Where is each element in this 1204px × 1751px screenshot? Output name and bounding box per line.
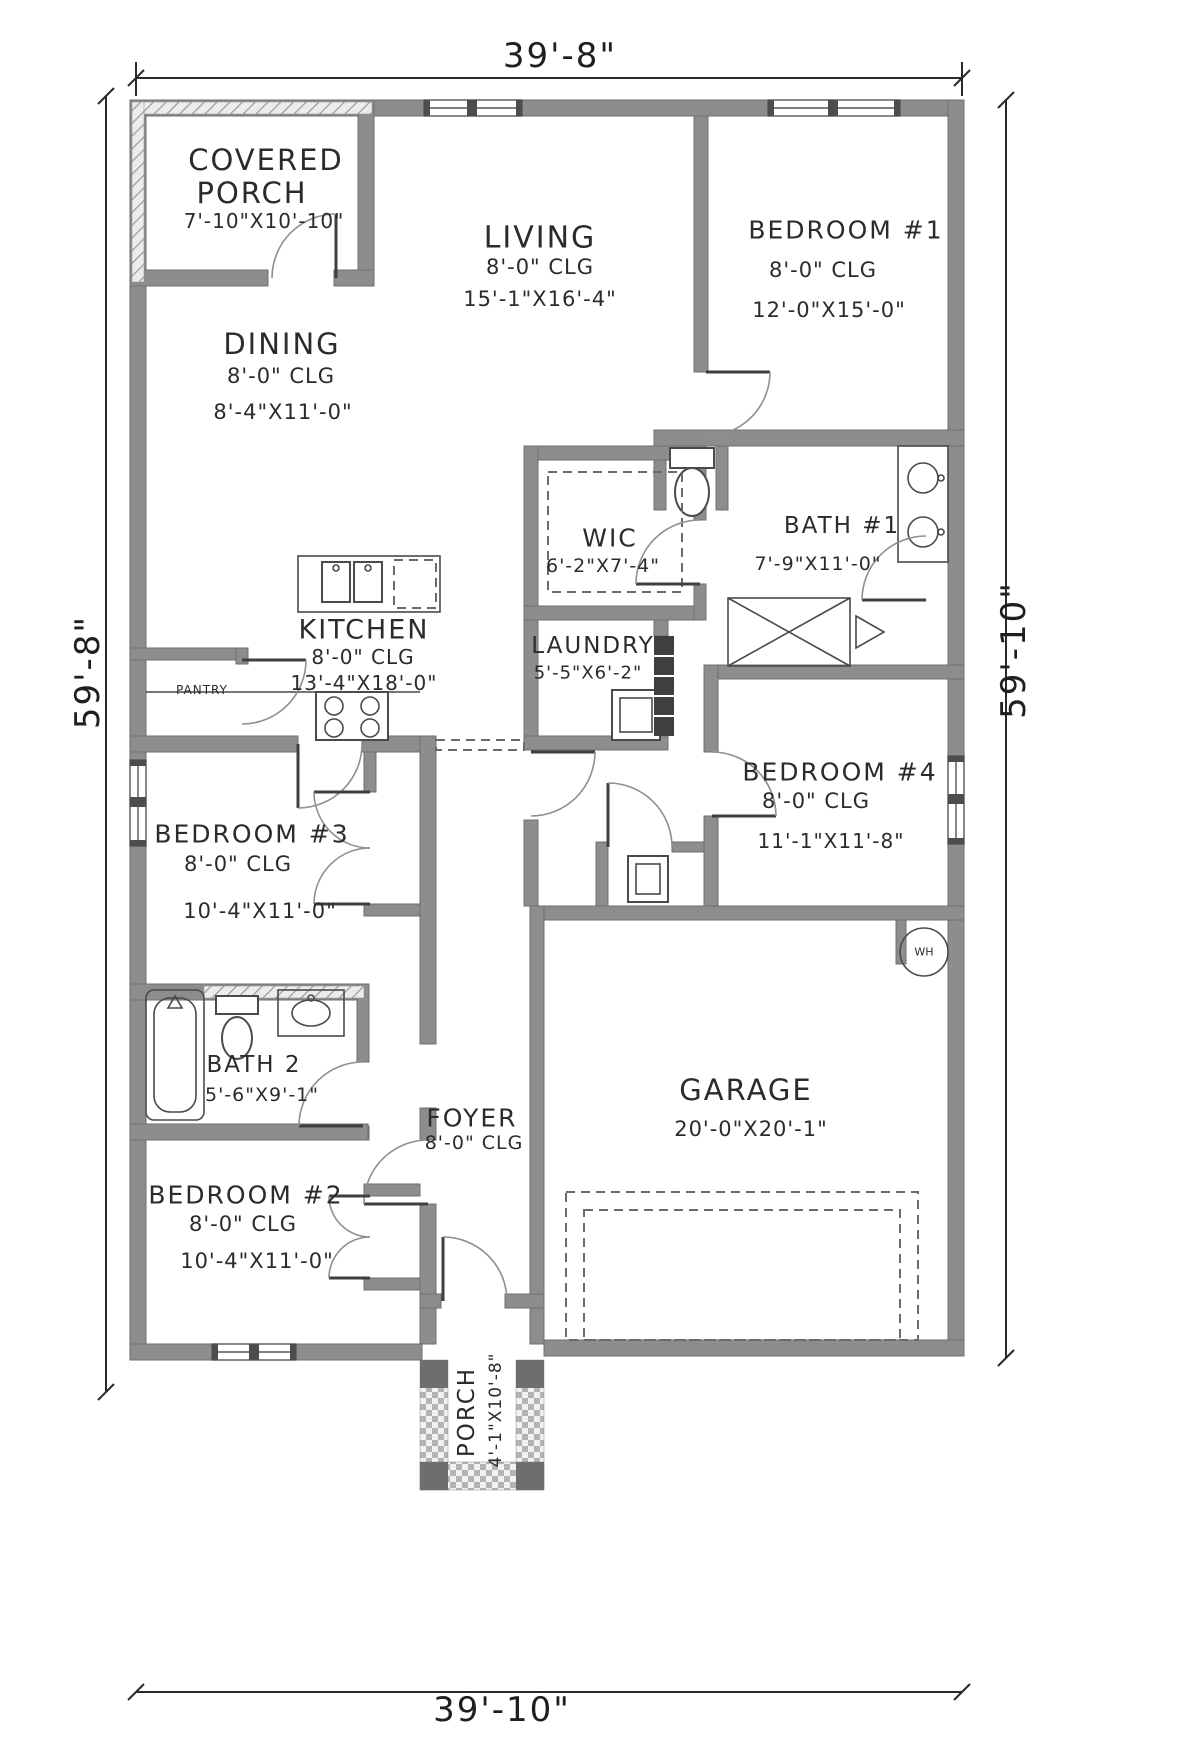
front-door-icon <box>441 1236 508 1302</box>
bedroom3-size: 10'-4"X11'-0" <box>183 899 337 923</box>
bedroom4-window-icon <box>947 755 965 845</box>
hall-door-icon <box>530 750 596 817</box>
bedroom4-name: BEDROOM #4 <box>742 757 938 787</box>
pantry-name: PANTRY <box>176 683 228 697</box>
windows <box>129 99 965 1361</box>
hall-closet-door-icon <box>606 782 673 848</box>
dining-name: DINING <box>223 327 341 361</box>
porch-size: 4'-1"X10'-8" <box>486 1352 506 1468</box>
sink-vanity-icon <box>277 989 345 1037</box>
porch-name: PORCH <box>454 1366 480 1458</box>
living-ceiling: 8'-0" CLG <box>485 255 595 279</box>
top-dimension: 39'-8" <box>502 36 618 76</box>
wic-size: 6'-2"X7'-4" <box>545 555 661 577</box>
bath2-size: 5'-6"X9'-1" <box>204 1084 320 1106</box>
porch-entry-door-icon <box>271 213 338 279</box>
bedroom1-size: 12'-0"X15'-0" <box>752 298 906 322</box>
garage-door-icon <box>565 1191 919 1341</box>
covered-porch-name-1: COVERED <box>188 143 344 177</box>
bedroom1-name: BEDROOM #1 <box>748 215 944 245</box>
dining-ceiling: 8'-0" CLG <box>226 364 336 388</box>
kitchen-size: 13'-4"X18'-0" <box>290 671 438 695</box>
range-icon <box>315 691 389 741</box>
fixtures <box>145 445 949 1341</box>
laundry-size: 5'-5"X6'-2" <box>533 662 643 684</box>
living-window-icon <box>423 99 523 117</box>
toilet-icon <box>215 995 259 1060</box>
pantry-door-icon <box>241 658 307 725</box>
living-size: 15'-1"X16'-4" <box>463 287 617 311</box>
bedroom3-ceiling: 8'-0" CLG <box>183 852 293 876</box>
bottom-dimension: 39'-10" <box>433 1690 571 1730</box>
bedroom2-name: BEDROOM #2 <box>148 1180 344 1210</box>
bedroom3-door-icon <box>296 743 363 809</box>
bedroom1-ceiling: 8'-0" CLG <box>768 258 878 282</box>
bath2-name: BATH 2 <box>206 1052 302 1078</box>
bedroom1-door-icon <box>705 370 771 437</box>
kitchen-ceiling: 8'-0" CLG <box>311 645 415 669</box>
louver-door-icon <box>654 636 674 736</box>
bedroom1-window-icon <box>767 99 901 117</box>
exterior-walls <box>129 99 965 1361</box>
bedroom3-window-icon <box>129 759 147 847</box>
wic-shelving <box>547 471 683 593</box>
dimension-lines <box>97 62 1015 1701</box>
bath1-name: BATH #1 <box>783 513 901 539</box>
kitchen-name: KITCHEN <box>298 614 430 646</box>
bath2-door-icon <box>298 1061 364 1128</box>
foyer-name: FOYER <box>426 1103 518 1133</box>
washer-icon <box>611 689 661 741</box>
garage-size: 20'-0"X20'-1" <box>674 1117 828 1141</box>
bedroom2-size: 10'-4"X11'-0" <box>180 1249 334 1273</box>
bedroom2-door-icon <box>363 1139 429 1206</box>
dining-size: 8'-4"X11'-0" <box>213 400 353 424</box>
covered-porch-name-2: PORCH <box>196 176 308 210</box>
wic-door-icon <box>635 519 701 586</box>
wic-name: WIC <box>582 523 638 553</box>
double-sink-vanity-icon <box>897 445 949 563</box>
bedroom4-ceiling: 8'-0" CLG <box>761 789 871 813</box>
bedroom2-window-icon <box>211 1343 297 1361</box>
bedroom4-size: 11'-1"X11'-8" <box>757 829 905 853</box>
bedroom2-ceiling: 8'-0" CLG <box>188 1212 298 1236</box>
bedroom2-closet-doors-icon <box>328 1194 371 1280</box>
left-dimension: 59'-8" <box>68 614 108 730</box>
living-name: LIVING <box>483 220 597 256</box>
shower-icon <box>727 597 886 667</box>
bedroom4-door-icon <box>711 751 777 818</box>
doors <box>241 213 927 1302</box>
bathtub-icon <box>145 989 205 1121</box>
dishwasher-icon <box>393 559 437 609</box>
right-dimension: 59'-10" <box>994 581 1034 719</box>
covered-porch-size: 7'-10"X10'-10" <box>183 209 345 233</box>
garage-name: GARAGE <box>679 1073 813 1107</box>
bedroom3-name: BEDROOM #3 <box>154 819 350 849</box>
foyer-ceiling: 8'-0" CLG <box>424 1132 524 1154</box>
bath1-size: 7'-9"X11'-0" <box>754 553 882 575</box>
furnace-icon <box>627 855 669 903</box>
toilet-icon <box>669 447 715 517</box>
laundry-name: LAUNDRY <box>531 633 655 659</box>
kitchen-sink-icon <box>321 561 351 603</box>
bath1-door-icon <box>861 535 927 602</box>
water-heater-icon <box>899 927 949 977</box>
interior-walls <box>129 99 965 1345</box>
kitchen-island <box>297 555 441 613</box>
covered-porch-hatched-walls <box>131 101 373 283</box>
front-porch-paving <box>419 1359 545 1491</box>
water-heater-label: WH <box>914 945 934 959</box>
bedroom3-closet-doors-icon <box>313 790 371 906</box>
cased-opening <box>435 739 525 751</box>
